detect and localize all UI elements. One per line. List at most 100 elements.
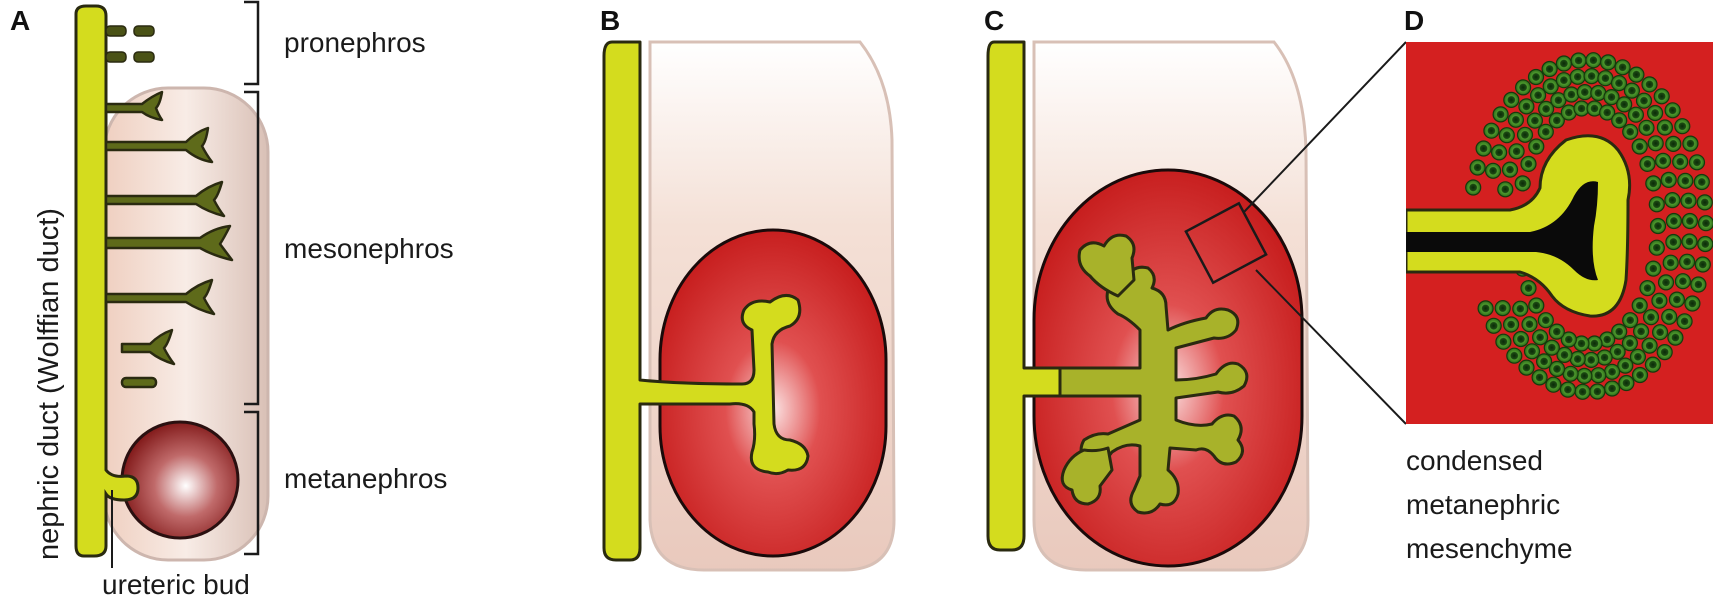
mesenchyme-cell <box>1630 349 1645 364</box>
mesenchyme-cell <box>1628 107 1643 122</box>
mesenchyme-cell <box>1586 53 1601 68</box>
mesenchyme-cell <box>1666 214 1681 229</box>
mesenchyme-cell <box>1665 103 1680 118</box>
mesenchyme-cell <box>1623 313 1638 328</box>
mesenchyme-cell <box>1577 85 1592 100</box>
label-condensed: condensed <box>1406 445 1543 476</box>
mesenchyme-cell <box>1652 293 1667 308</box>
mesenchyme-cell <box>1478 301 1493 316</box>
mesenchyme-cell <box>1560 382 1575 397</box>
mesenchyme-cell <box>1682 234 1697 249</box>
mesenchyme-cell <box>1637 93 1652 108</box>
panel-d-letter: D <box>1404 5 1424 36</box>
mesenchyme-cell <box>1629 67 1644 82</box>
mesenchyme-cell <box>1515 176 1530 191</box>
mesenchyme-cell <box>1617 97 1632 112</box>
mesenchyme-cell <box>1591 368 1606 383</box>
label-mesonephros: mesonephros <box>284 233 454 264</box>
mesenchyme-cell <box>1538 124 1553 139</box>
label-nephric-duct: nephric duct (Wolffian duct) <box>33 208 65 560</box>
mesenchyme-cell <box>1518 127 1533 142</box>
mesenchyme-cell <box>1657 345 1672 360</box>
mesenchyme-cell <box>1657 120 1672 135</box>
mesenchyme-cell <box>1677 314 1692 329</box>
mesenchyme-cell <box>1546 377 1561 392</box>
mesenchyme-cell <box>1516 80 1531 95</box>
mesenchyme-cell <box>1492 145 1507 160</box>
mesenchyme-cell <box>1648 136 1663 151</box>
mesenchyme-cell <box>1651 219 1666 234</box>
mesenchyme-cell <box>1466 180 1481 195</box>
mesenchyme-cell <box>1503 162 1518 177</box>
mesenchyme-cell <box>1513 301 1528 316</box>
mesenchyme-cell <box>1537 354 1552 369</box>
mesenchyme-cell <box>1499 128 1514 143</box>
mesenchyme-cell <box>1605 381 1620 396</box>
mesenchyme-cell <box>1648 106 1663 121</box>
mesenchyme-cell <box>1509 144 1524 159</box>
mesenchyme-cell <box>1522 317 1537 332</box>
label-metanephric: metanephric <box>1406 489 1560 520</box>
mesenchyme-cell <box>1570 69 1585 84</box>
mesenchyme-cell <box>1496 334 1511 349</box>
mesenchyme-cell <box>1646 176 1661 191</box>
panel-c-letter: C <box>984 5 1004 36</box>
mesenchyme-cell <box>1525 344 1540 359</box>
mesenchyme-cell <box>1640 281 1655 296</box>
mesenchyme-cell <box>1556 56 1571 71</box>
label-metanephros: metanephros <box>284 463 447 494</box>
mesenchyme-cell <box>1575 384 1590 399</box>
mesenchyme-cell <box>1653 325 1668 340</box>
mesenchyme-cell <box>1612 113 1627 128</box>
mesenchyme-cell <box>1697 195 1712 210</box>
mesenchyme-cell <box>1675 119 1690 134</box>
mesenchyme-cell <box>1542 62 1557 77</box>
mesenchyme-cell <box>1683 136 1698 151</box>
mesenchyme-cell <box>1486 318 1501 333</box>
pronephric-tubules <box>106 26 154 62</box>
mesenchyme-cell <box>1504 317 1519 332</box>
mesenchyme-cell <box>1633 368 1648 383</box>
mesenchyme-cell <box>1556 73 1571 88</box>
mesenchyme-cell <box>1563 366 1578 381</box>
mesenchyme-cell <box>1639 120 1654 135</box>
mesenchyme-cell <box>1476 141 1491 156</box>
mesenchyme-cell <box>1598 71 1613 86</box>
mesenchyme-cell <box>1521 156 1536 171</box>
mesenchyme-cell <box>1495 301 1510 316</box>
mesenchyme-cell <box>1584 352 1599 367</box>
mesenchyme-cell <box>1577 368 1592 383</box>
mesenchyme-cell <box>1531 88 1546 103</box>
mesenchyme-cell <box>1649 197 1664 212</box>
mesenchyme-cell <box>1498 182 1513 197</box>
mesenchyme-cell <box>1519 99 1534 114</box>
mesenchyme-cell <box>1698 237 1713 252</box>
mesenchyme-cell <box>1470 160 1485 175</box>
label-mesenchyme: mesenchyme <box>1406 533 1573 564</box>
mesenchyme-cell <box>1549 324 1564 339</box>
mesenchyme-cell <box>1486 163 1501 178</box>
metanephros-mesenchyme <box>122 422 238 538</box>
mesenchyme-cell <box>1493 107 1508 122</box>
mesenchyme-cell <box>1508 112 1523 127</box>
mesenchyme-cell <box>1645 357 1660 372</box>
label-ureteric-bud: ureteric bud <box>102 569 250 600</box>
mesenchyme-cell <box>1507 348 1522 363</box>
mesenchyme-cell <box>1675 274 1690 289</box>
mesenchyme-cell <box>1571 53 1586 68</box>
mesenchyme-cell <box>1649 240 1664 255</box>
mesenchyme-cell <box>1527 113 1542 128</box>
mesenchyme-cell <box>1642 77 1657 92</box>
panel-b-letter: B <box>600 5 620 36</box>
mesenchyme-cell <box>1699 216 1713 231</box>
mesenchyme-cell <box>1544 340 1559 355</box>
mesenchyme-cell <box>1632 298 1647 313</box>
mesenchyme-cell <box>1632 139 1647 154</box>
mesenchyme-cell <box>1521 281 1536 296</box>
mesenchyme-cell <box>1666 235 1681 250</box>
mesenchyme-cell <box>1685 296 1700 311</box>
mesenchyme-cell <box>1519 360 1534 375</box>
panel-a-letter: A <box>10 5 30 36</box>
mesenchyme-cell <box>1634 324 1649 339</box>
